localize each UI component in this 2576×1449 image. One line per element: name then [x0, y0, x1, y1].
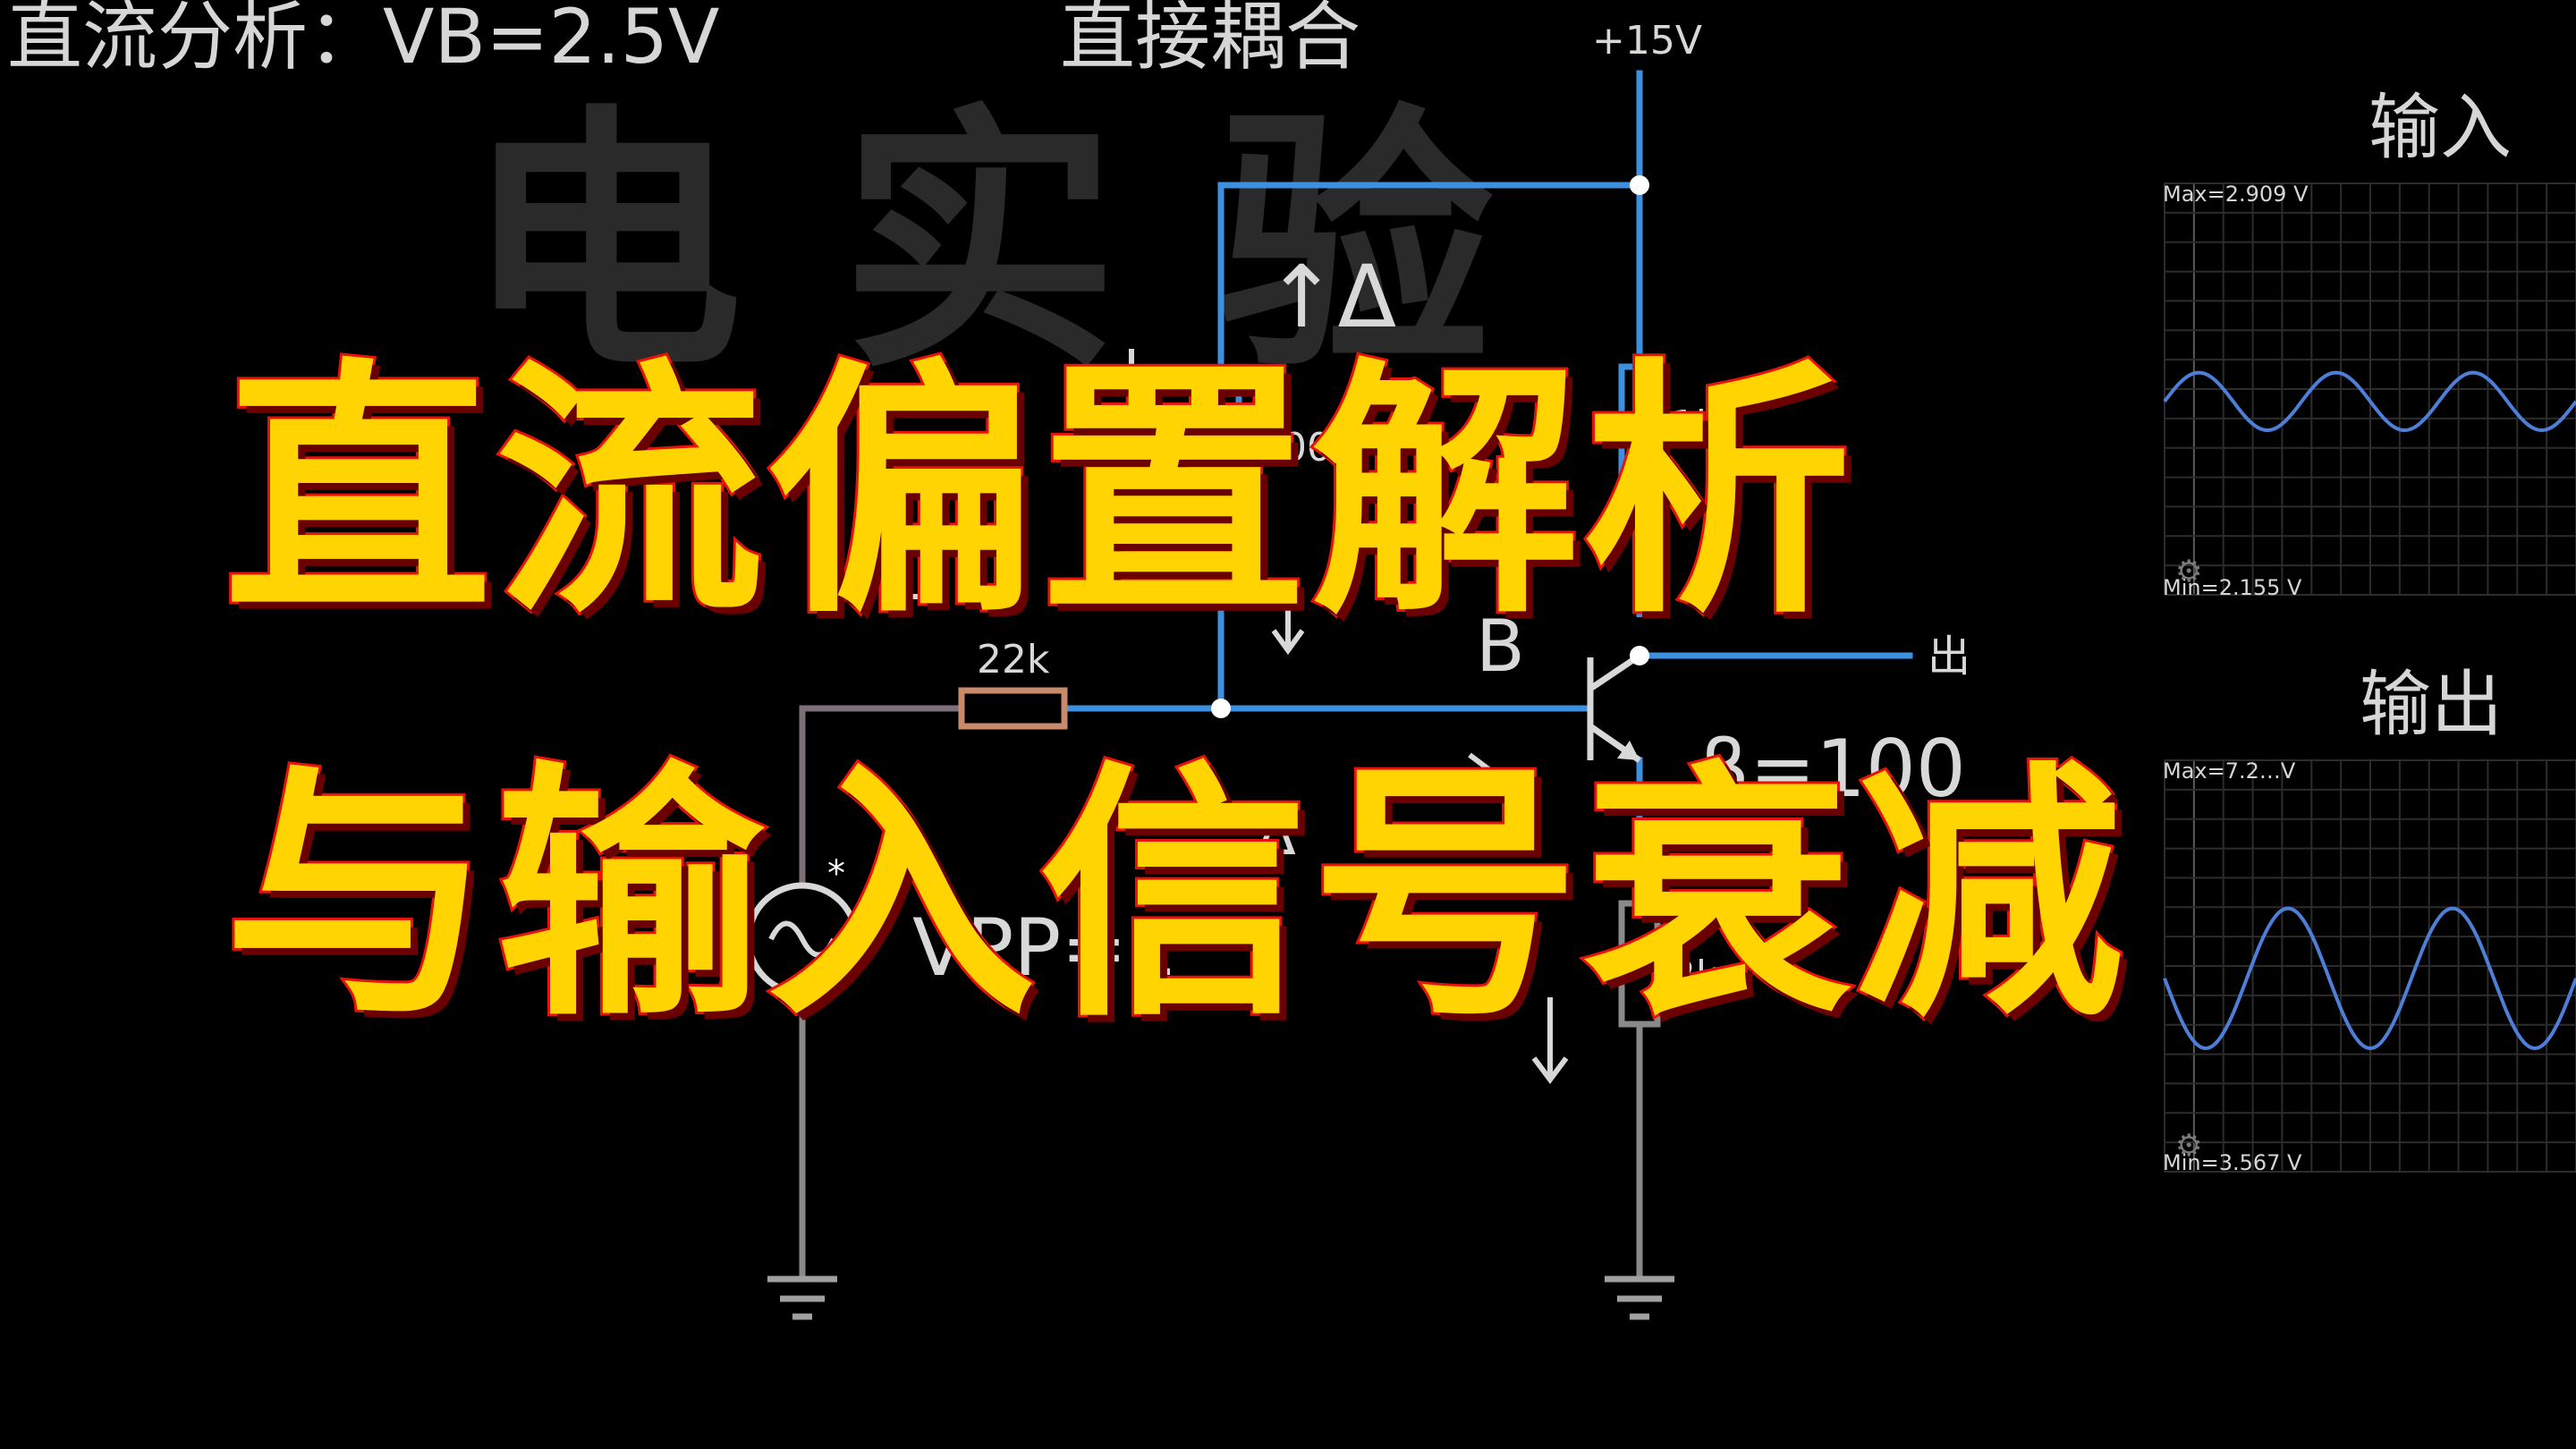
source-amplitude-label: VPP=1	[912, 902, 1177, 994]
beta-label: β=100	[1699, 723, 1966, 815]
coupling-mode-label: 直接耦合	[1060, 0, 1360, 80]
transistor-emitter-arrow	[1617, 741, 1640, 760]
source-marker: *	[827, 853, 845, 894]
scope-input-trace	[2163, 370, 2576, 433]
transistor[interactable]	[1587, 653, 1641, 763]
supply-voltage-label: +15V	[1592, 18, 1702, 64]
ac-source[interactable]	[745, 882, 860, 996]
arrow-left-icon	[879, 578, 939, 615]
node-collector	[1630, 646, 1649, 665]
arrow-down-mid-icon	[1271, 599, 1305, 656]
scope-output-title: 输出	[2360, 663, 2503, 746]
arrow-down-left-icon	[1113, 349, 1150, 445]
scope-input-title: 输入	[2368, 86, 2512, 169]
resistor-bias[interactable]	[958, 687, 1068, 730]
headline-line-1: 直流偏置解析	[221, 334, 1855, 649]
ac-source-sine	[768, 920, 836, 958]
resistor-emitter-label: 2k	[1671, 953, 1719, 998]
ground-symbol-left	[767, 1275, 837, 1320]
scope-output-min: Min=3.567 V	[2163, 1150, 2302, 1175]
resistor-collector-label: 1k	[1671, 402, 1719, 448]
base-label: B	[1476, 605, 1525, 688]
output-label: 出	[1928, 631, 1970, 682]
scope-output[interactable]: 输出 Max=7.2…V Min=3.567 V ⚙	[2163, 663, 2576, 1175]
current-arrows	[879, 349, 1569, 1084]
scope-input[interactable]: 输入 Max=2.909 V Min=2.155 V ⚙	[2163, 86, 2576, 600]
delta-mid-label: Δ	[1257, 802, 1296, 869]
scope-input-grid	[2164, 182, 2576, 596]
wire-group	[799, 70, 1913, 1283]
headline-line-2: 与输入信号衰减	[221, 736, 2127, 1052]
resistor-top-label: 100k	[1257, 425, 1355, 470]
resistor-emitter[interactable]	[1618, 900, 1661, 1028]
scope-input-min: Min=2.155 V	[2163, 575, 2302, 600]
node-base	[1211, 699, 1231, 718]
scope-input-gear-icon[interactable]: ⚙	[2175, 554, 2202, 589]
dc-analysis-label: 直流分析：VB=2.5V	[7, 0, 720, 80]
ground-symbol-right	[1605, 1275, 1674, 1320]
scope-output-trace	[2163, 906, 2576, 1051]
arrow-right-icon	[1391, 752, 1496, 790]
transistor-collector-lead	[1589, 653, 1641, 691]
watermark-text: 电实验	[465, 80, 1592, 406]
node-supply	[1630, 175, 1649, 195]
arrow-down-emitter-icon	[1531, 997, 1569, 1084]
delta-up-label: ↑Δ	[1266, 247, 1396, 347]
resistor-bias-label: 22k	[977, 637, 1050, 682]
scope-output-max: Max=7.2…V	[2163, 758, 2296, 784]
scope-input-max: Max=2.909 V	[2163, 182, 2309, 207]
scope-output-gear-icon[interactable]: ⚙	[2175, 1128, 2202, 1164]
scope-output-grid	[2164, 759, 2576, 1173]
resistor-top[interactable]	[1199, 390, 1242, 504]
